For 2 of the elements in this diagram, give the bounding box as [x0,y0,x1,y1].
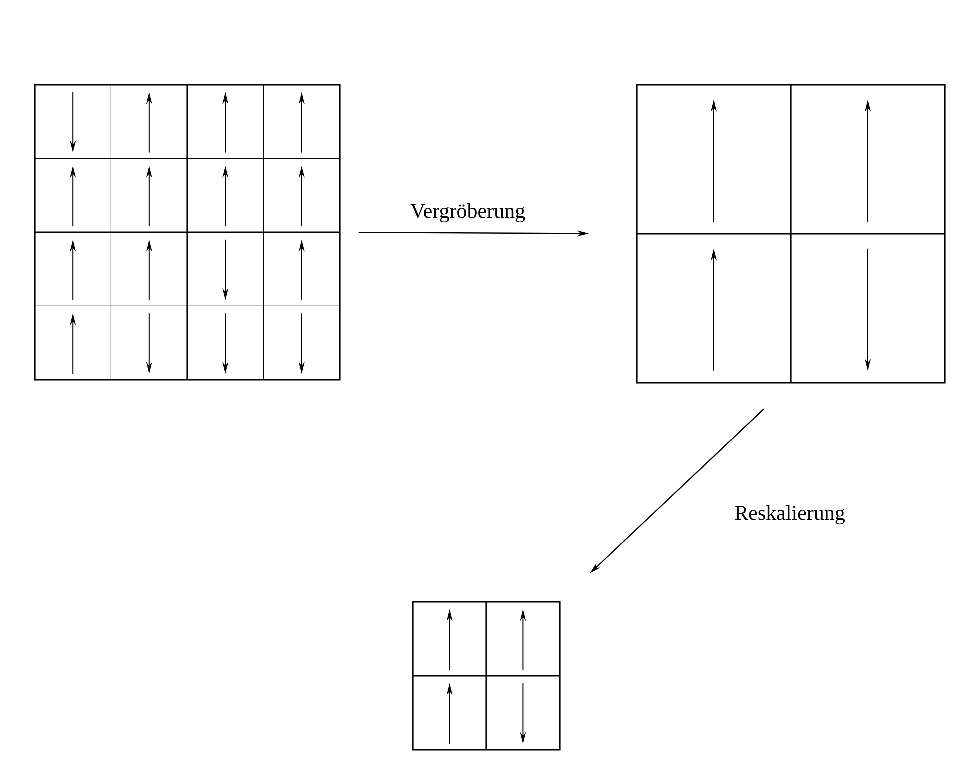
edge-label: Reskalierung [735,505,846,525]
edge-label: Vergröberung [410,203,526,223]
